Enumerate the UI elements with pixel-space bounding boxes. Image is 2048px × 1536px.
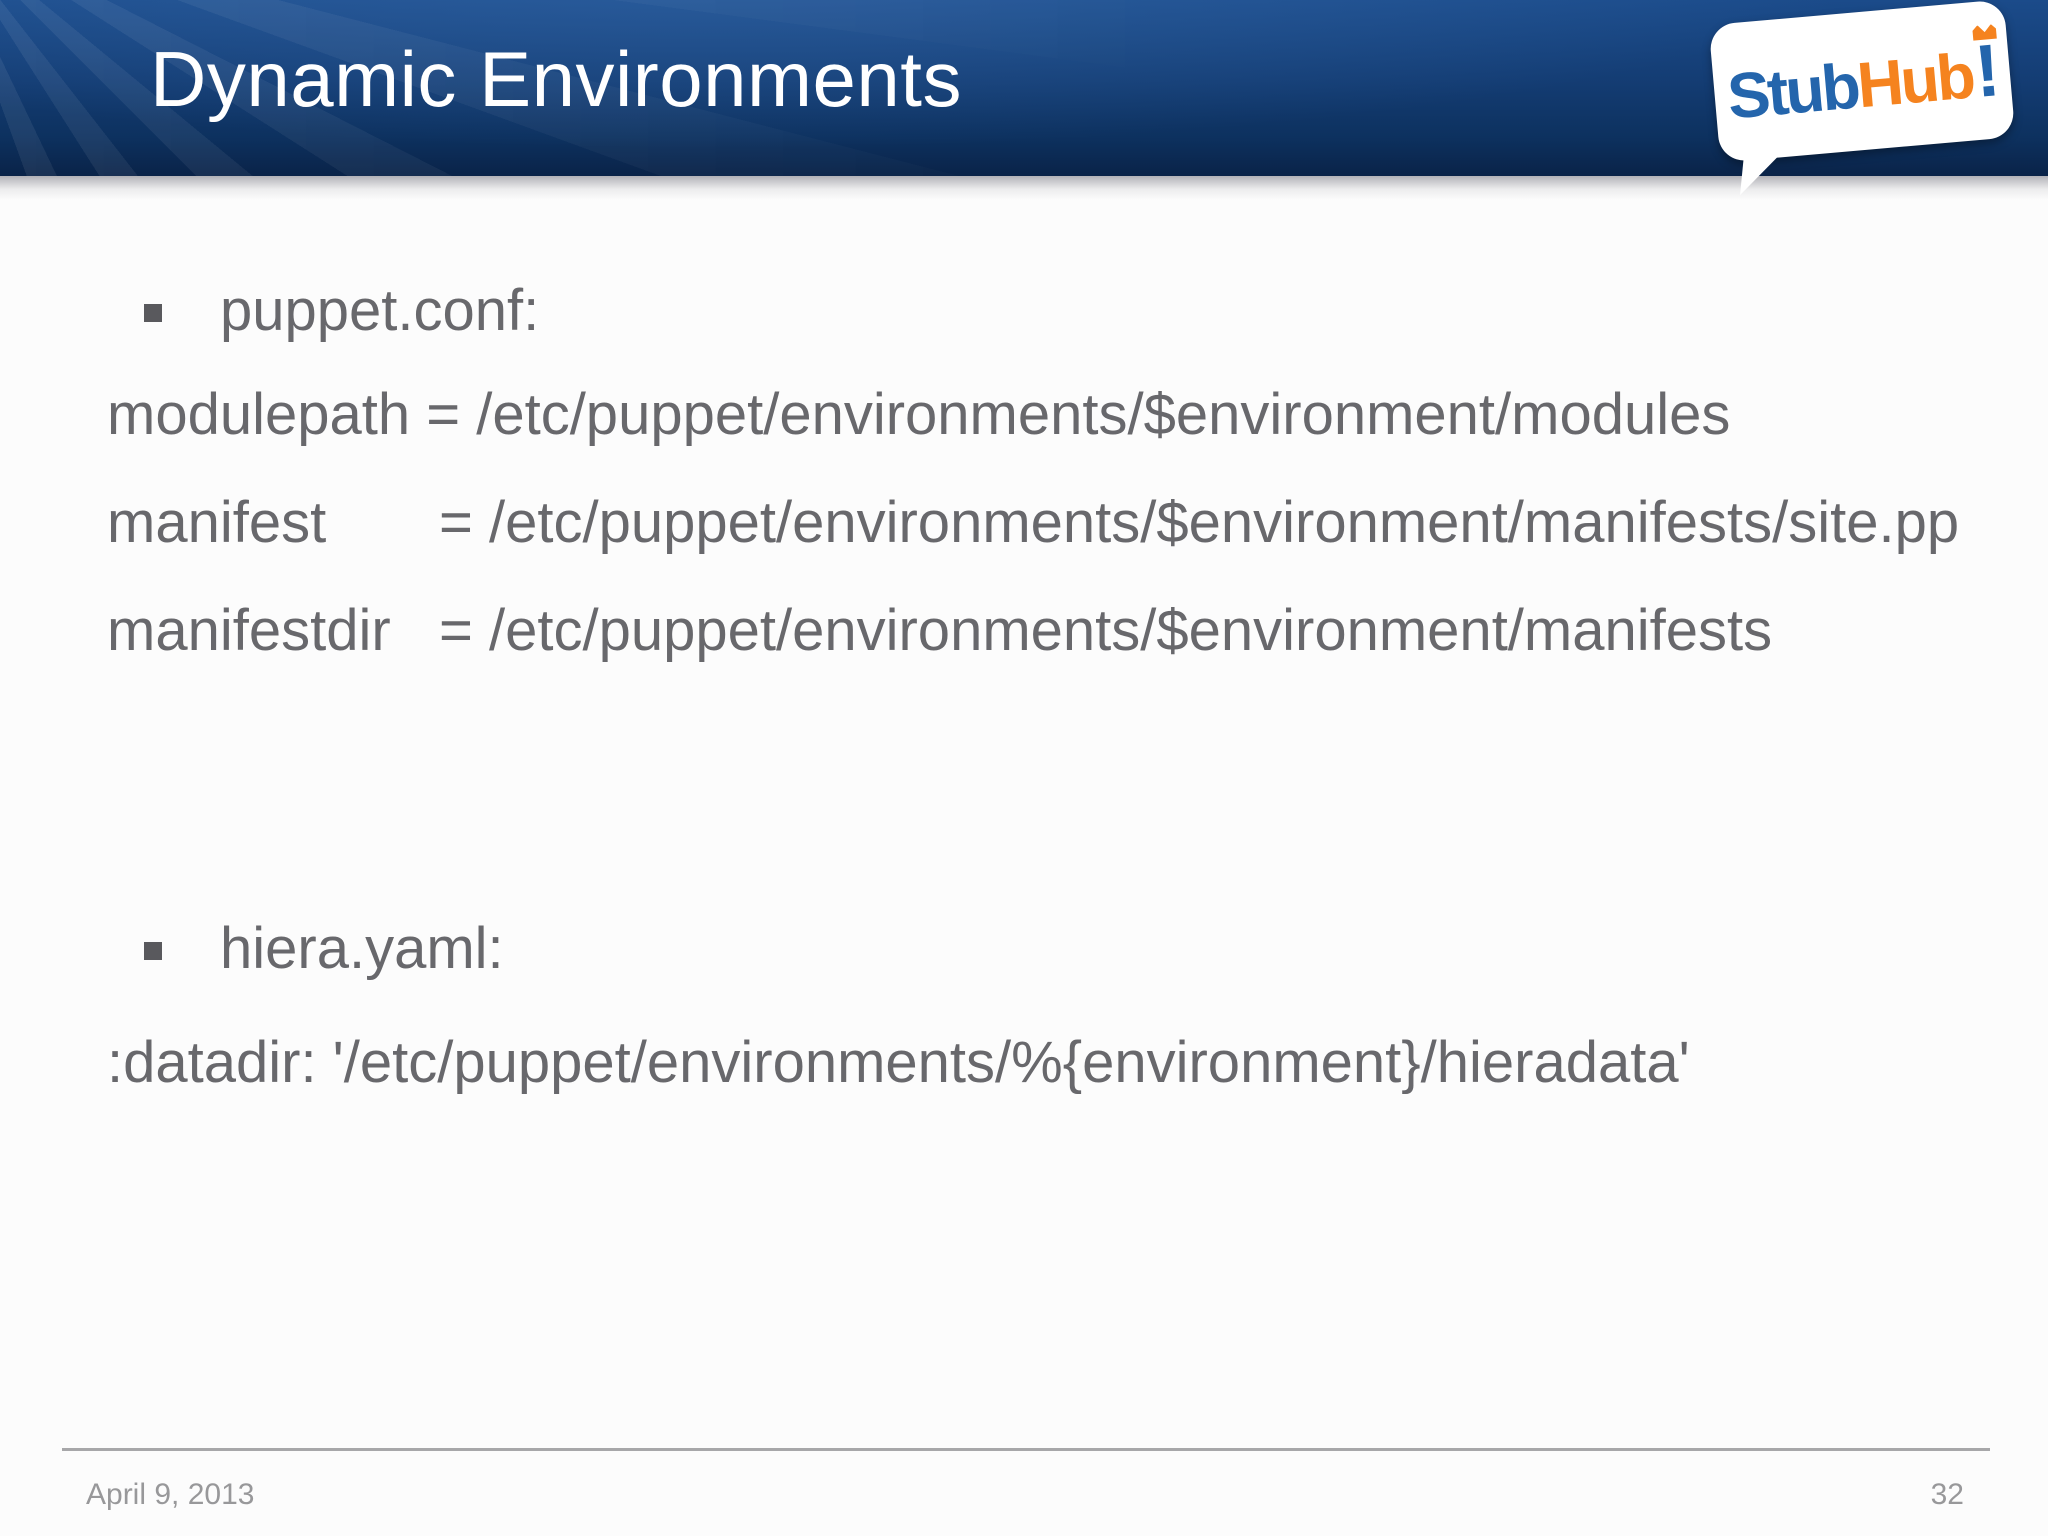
logo-wordmark: StubHub! <box>1724 27 2001 135</box>
bullet-square-icon <box>144 304 162 322</box>
stubhub-logo-icon: StubHub! <box>1708 0 2022 194</box>
logo-exclamation-icon: ! <box>1971 27 2001 113</box>
slide-header: Dynamic Environments <box>0 0 2048 176</box>
puppet-conf-manifest-line: manifest = /etc/puppet/environments/$env… <box>107 490 1960 555</box>
footer-date: April 9, 2013 <box>86 1478 255 1511</box>
puppet-conf-modulepath-line: modulepath = /etc/puppet/environments/$e… <box>107 382 1731 447</box>
header-rays-decoration <box>0 0 2048 176</box>
bullet-item-puppet-conf: puppet.conf: <box>144 275 539 347</box>
footer-divider <box>62 1448 1990 1451</box>
bullet2-label: hiera.yaml: <box>220 916 504 981</box>
logo-text-stub: Stub <box>1724 49 1861 133</box>
footer-page-number: 32 <box>1930 1478 1964 1511</box>
logo-text-hub: Hub <box>1854 38 1976 121</box>
logo-speech-bubble: StubHub! <box>1708 0 2016 163</box>
hiera-datadir-line: :datadir: '/etc/puppet/environments/%{en… <box>107 1030 1690 1095</box>
bullet1-label: puppet.conf: <box>220 278 540 343</box>
bullet-square-icon <box>144 942 162 960</box>
bullet-item-hiera-yaml: hiera.yaml: <box>144 913 504 985</box>
header-shadow <box>0 176 2048 200</box>
slide-title: Dynamic Environments <box>150 35 962 123</box>
puppet-conf-manifestdir-line: manifestdir = /etc/puppet/environments/$… <box>107 598 1773 663</box>
